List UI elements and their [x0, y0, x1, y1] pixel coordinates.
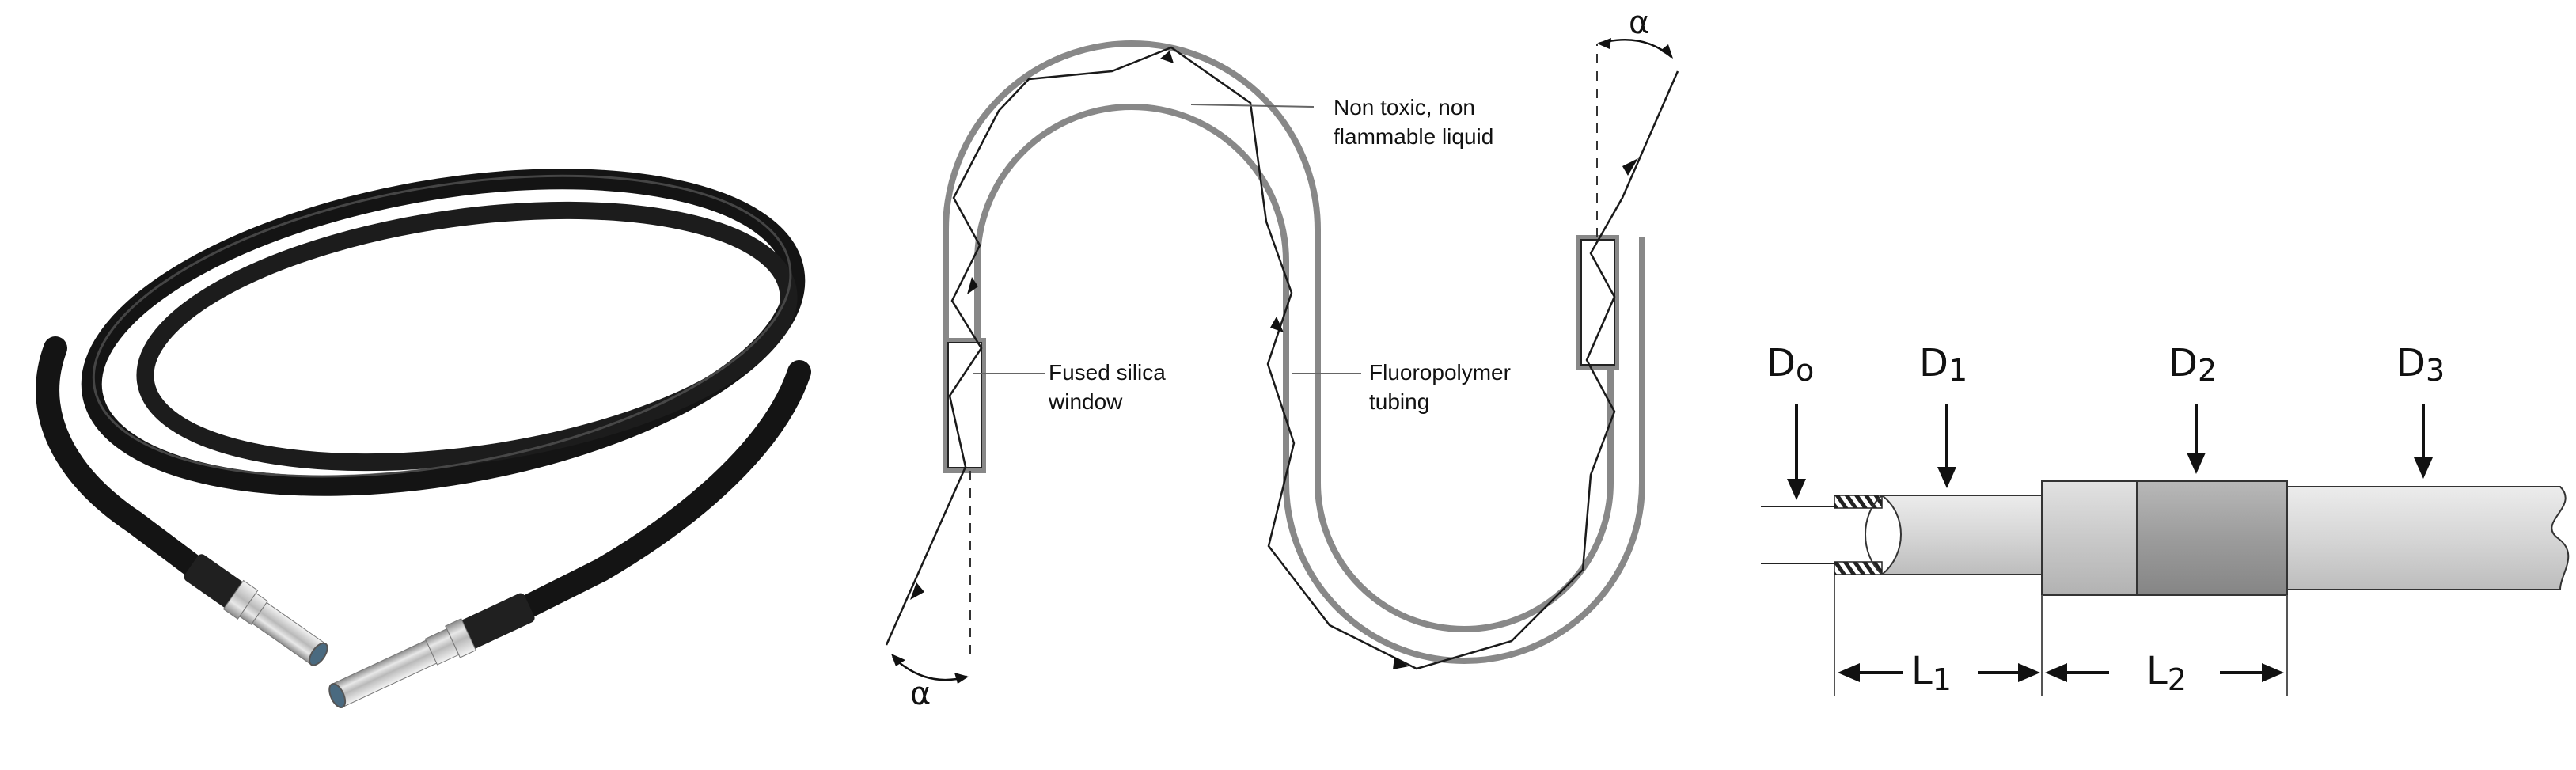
wall-hatch-bottom — [1834, 561, 1883, 575]
cable-lead-right — [510, 360, 811, 621]
arrow-l2-right-head — [2262, 663, 2284, 682]
tubing-label-line1: Fluoropolymer — [1369, 360, 1511, 385]
connector-left — [184, 554, 328, 666]
angle-arc-left-head-b — [954, 673, 969, 684]
arrow-d0-head — [1787, 479, 1806, 500]
leader-liquid — [1190, 104, 1315, 108]
ray-arrow-4 — [1270, 317, 1284, 332]
arrow-d1-head — [1937, 467, 1956, 488]
ray-arrow-2 — [967, 277, 978, 294]
arrow-l1-left-head — [1838, 663, 1860, 682]
fused-silica-window-right — [1576, 235, 1619, 370]
liquid-label-line2: flammable liquid — [1334, 124, 1493, 149]
alpha-label-top: α — [1629, 5, 1649, 41]
tube-end-curve — [1865, 495, 1883, 575]
arrow-d3-head — [2414, 457, 2433, 479]
tube-segment-d1 — [1880, 495, 2043, 575]
arrow-l2-left-head — [2045, 663, 2067, 682]
wall-hatch-top — [1834, 495, 1883, 509]
arrow-d2-head — [2187, 453, 2206, 474]
ray-arrow-6 — [1622, 158, 1638, 176]
cable-coil-highlight — [92, 174, 792, 478]
label-d0: Do — [1766, 341, 1814, 388]
light-guide-cable-photo — [36, 169, 811, 708]
window-label-line2: window — [1048, 389, 1123, 414]
cable-coil-inner — [136, 201, 798, 472]
cable-lead-left — [36, 336, 210, 582]
connector-right — [328, 593, 535, 708]
light-guide-diagram: α α Non toxic, non flammable liquid Fuse… — [885, 5, 1679, 712]
dimension-diagram: Do D1 D2 D3 L1 L2 — [1761, 341, 2570, 697]
label-l1: L1 — [1911, 649, 1952, 697]
light-ray-path — [885, 46, 1679, 670]
ray-arrow-5 — [1393, 657, 1409, 669]
alpha-label-bottom: α — [910, 676, 931, 712]
angle-arc-right-head-a — [1597, 38, 1611, 49]
angle-arc-left-head-a — [891, 654, 905, 666]
sleeve-segment-light — [2041, 480, 2138, 596]
liquid-label-line1: Non toxic, non — [1334, 95, 1475, 119]
arrow-l1-right-head — [2018, 663, 2040, 682]
ray-arrow-3 — [1160, 51, 1174, 63]
tube-segment-d3 — [2286, 486, 2570, 590]
tubing-label-line2: tubing — [1369, 389, 1429, 414]
tubing-inner-wall — [974, 104, 1645, 664]
window-label-line1: Fused silica — [1049, 360, 1166, 385]
cable-coil-outer — [81, 169, 806, 496]
tubing-outer-wall — [943, 40, 1614, 632]
label-d2: D2 — [2168, 341, 2217, 388]
label-d1: D1 — [1919, 341, 1967, 388]
ray-arrow-1 — [910, 582, 924, 600]
angle-arc-right-head-b — [1660, 44, 1673, 59]
label-l2: L2 — [2146, 649, 2187, 697]
label-d3: D3 — [2396, 341, 2445, 388]
sleeve-segment-dark — [2136, 480, 2288, 596]
